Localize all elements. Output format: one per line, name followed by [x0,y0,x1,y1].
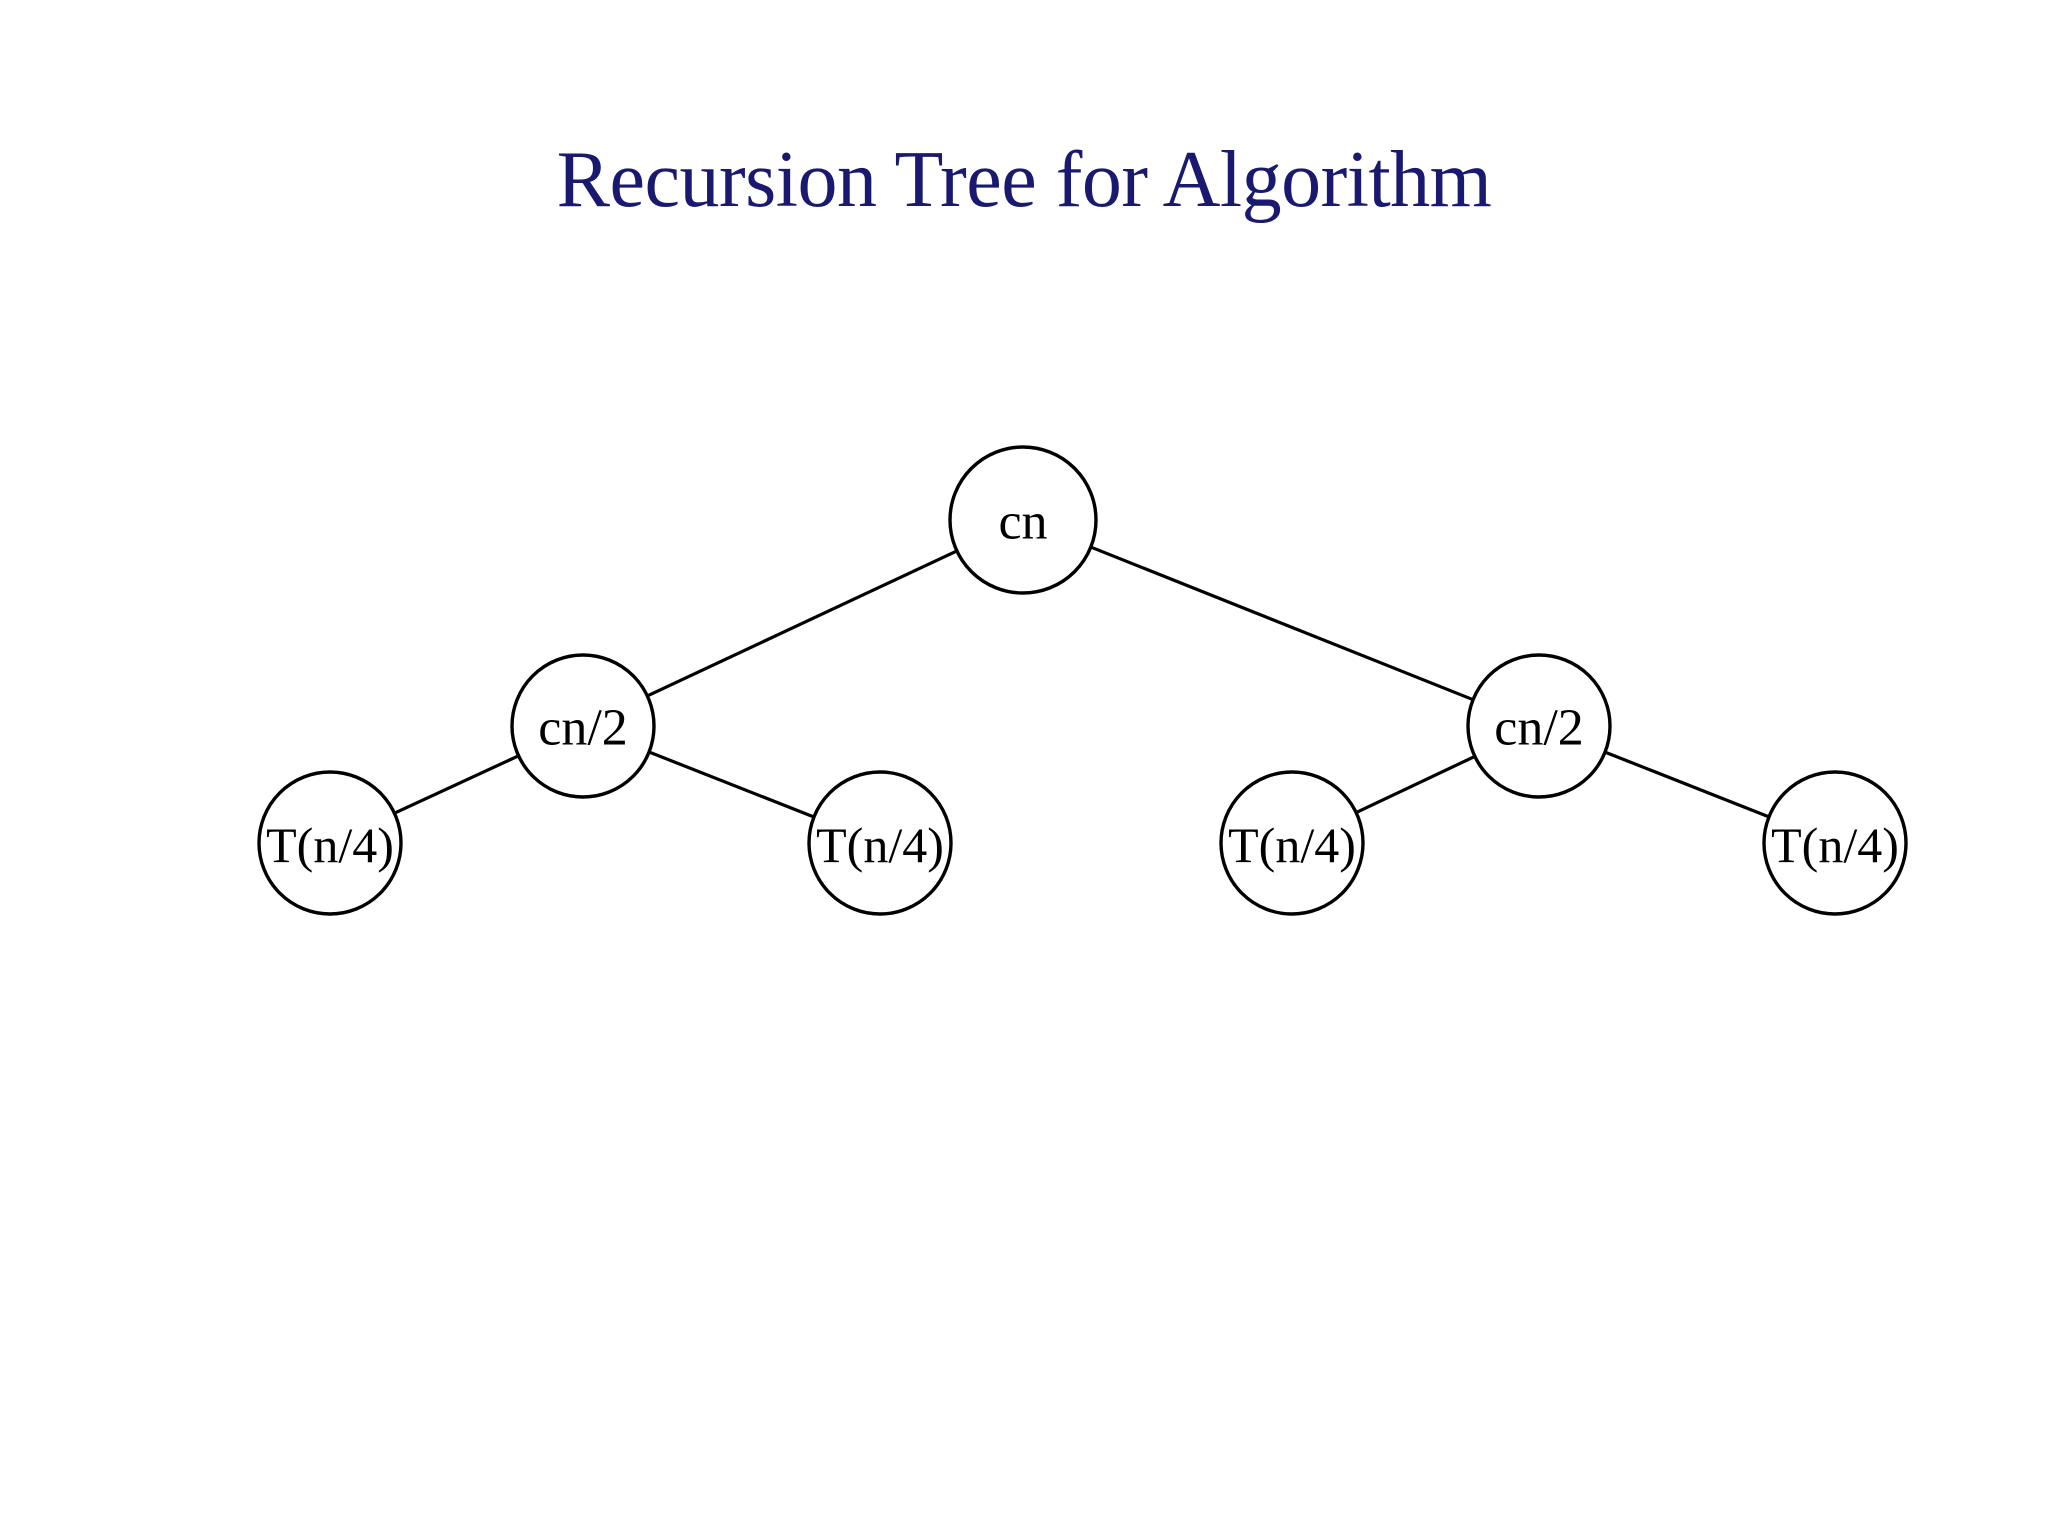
node-circle-leaf3 [1219,770,1365,916]
node-circle-leaf1 [257,770,403,916]
tree-edge-l1-to-leaf2 [648,750,815,819]
node-circle-root [948,445,1098,595]
node-circle-leaf4 [1762,770,1908,916]
node-label-r1: cn/2 [1494,700,1584,757]
tree-node-r1[interactable]: cn/2 [1466,653,1612,799]
node-label-leaf1: T(n/4) [266,817,394,873]
node-label-leaf2: T(n/4) [816,817,944,873]
tree-node-leaf2[interactable]: T(n/4) [807,770,953,916]
tree-node-root[interactable]: cn [948,445,1098,595]
node-circle-l1 [510,653,656,799]
tree-edge-l1-to-leaf1 [393,754,520,815]
page-title: Recursion Tree for Algorithm [556,136,1492,224]
node-label-l1: cn/2 [538,700,628,757]
tree-edge-r1-to-leaf4 [1604,750,1770,819]
node-label-leaf4: T(n/4) [1771,817,1899,873]
tree-edges-group [393,545,1770,819]
tree-edge-root-to-r1 [1090,545,1474,702]
node-circle-r1 [1466,653,1612,799]
tree-nodes-group: cn cn/2 cn/2T(n/4) T(n/4) T(n/4) T(n/4) [257,445,1908,916]
tree-node-leaf4[interactable]: T(n/4) [1762,770,1908,916]
node-label-leaf3: T(n/4) [1228,817,1356,873]
tree-node-leaf3[interactable]: T(n/4) [1219,770,1365,916]
node-label-root: cn [998,494,1047,551]
tree-edge-root-to-l1 [646,549,958,698]
node-circle-leaf2 [807,770,953,916]
tree-node-leaf1[interactable]: T(n/4) [257,770,403,916]
tree-node-l1[interactable]: cn/2 [510,653,656,799]
tree-edge-r1-to-leaf3 [1355,754,1476,815]
